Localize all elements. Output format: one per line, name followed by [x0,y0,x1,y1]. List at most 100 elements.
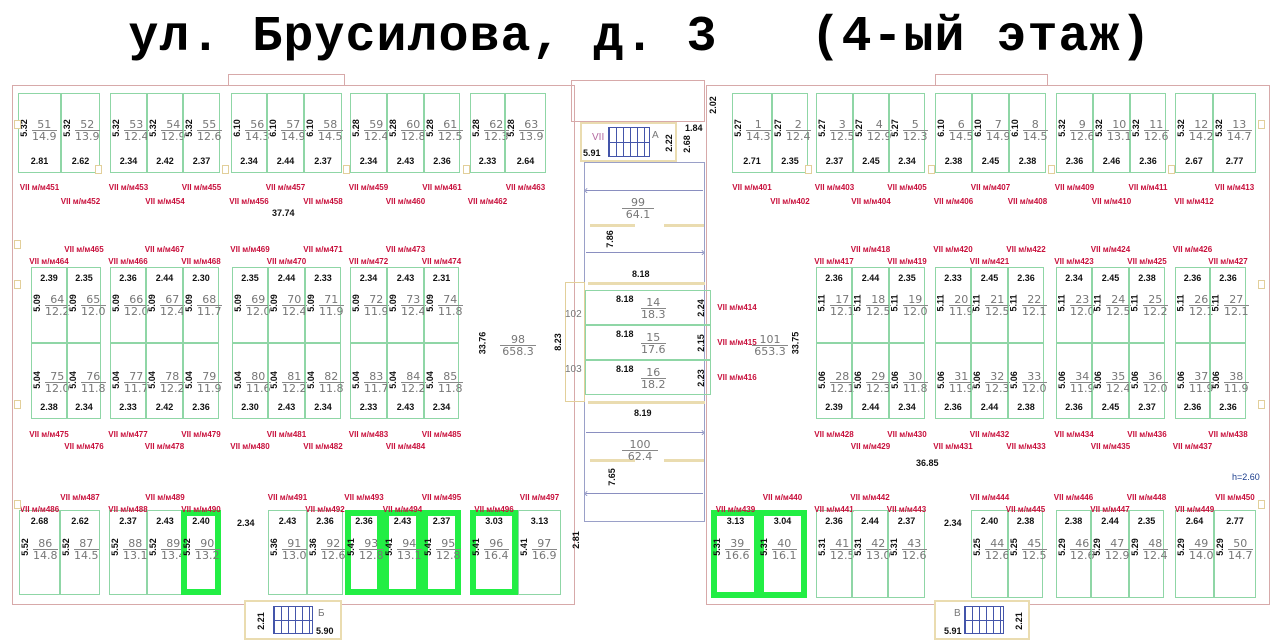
unit-number: 71 [319,294,344,306]
unit-number: 92 [321,538,346,550]
